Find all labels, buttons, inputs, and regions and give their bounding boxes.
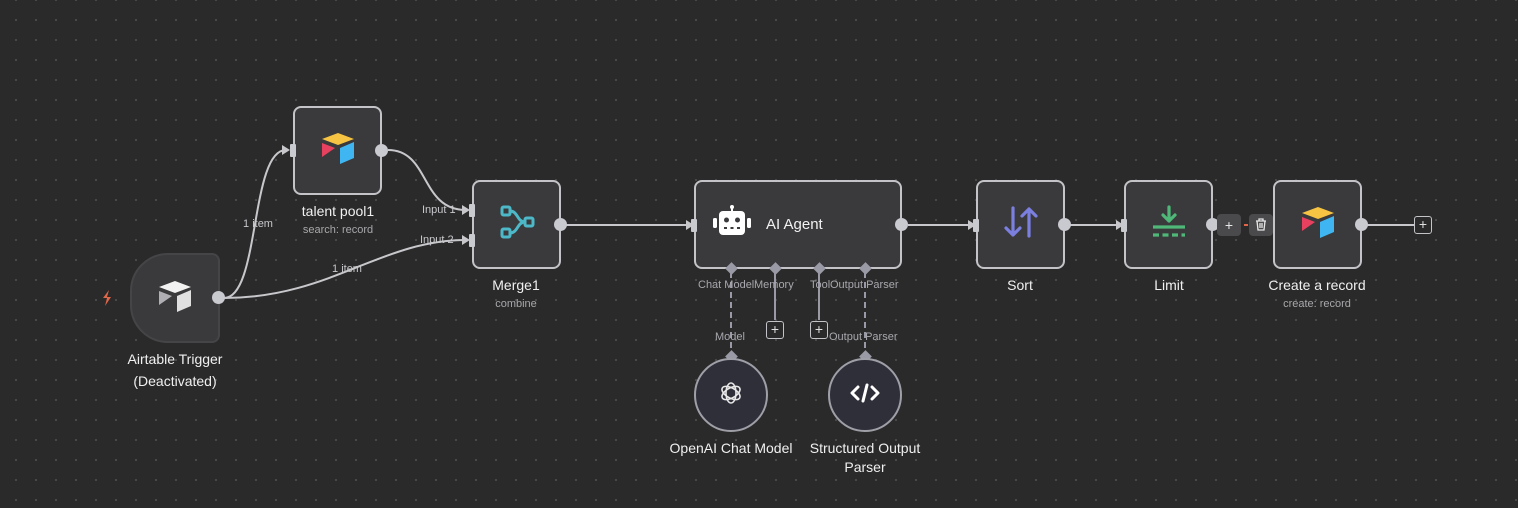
merge-icon bbox=[498, 203, 536, 246]
memory-port-label: Memory bbox=[754, 279, 794, 291]
edge-label-trigger-talent: 1 item bbox=[243, 218, 273, 230]
airtable-icon bbox=[156, 279, 194, 318]
openai-chat-model-node[interactable] bbox=[694, 358, 768, 432]
openai-title: OpenAI Chat Model bbox=[669, 440, 793, 456]
sort-output-port[interactable] bbox=[1058, 218, 1071, 231]
arrow-merge-in1 bbox=[462, 205, 470, 215]
ai-agent-node[interactable]: AI Agent bbox=[694, 180, 902, 269]
sort-title: Sort bbox=[1007, 277, 1033, 293]
arrow-talent-in bbox=[282, 145, 290, 155]
merge-node[interactable] bbox=[472, 180, 561, 269]
agent-input-port[interactable] bbox=[691, 219, 697, 232]
merge-subtitle: combine bbox=[495, 298, 537, 310]
edge-trigger-merge bbox=[223, 239, 467, 299]
limit-title: Limit bbox=[1154, 277, 1184, 293]
create-record-node[interactable] bbox=[1273, 180, 1362, 269]
sort-arrows-icon bbox=[1003, 205, 1039, 244]
code-icon bbox=[850, 383, 880, 408]
parser-port-label: Output Parser bbox=[829, 331, 898, 343]
parser-title-line2: Parser bbox=[844, 459, 886, 475]
openai-icon bbox=[717, 379, 745, 412]
trigger-title-line2: (Deactivated) bbox=[133, 373, 217, 389]
tool-port-label: Tool bbox=[810, 279, 830, 291]
airtable-trigger-node[interactable] bbox=[130, 253, 220, 343]
limit-input-port[interactable] bbox=[1121, 219, 1127, 232]
add-tool-button[interactable]: + bbox=[810, 321, 828, 339]
openai-port-label: Model bbox=[715, 331, 745, 343]
merge-input-1-label: Input 1 bbox=[422, 204, 456, 216]
chat-model-port-label: Chat Model bbox=[698, 279, 755, 291]
sort-input-port[interactable] bbox=[973, 219, 979, 232]
parser-title-line1: Structured Output bbox=[809, 440, 921, 456]
limit-output-port[interactable] bbox=[1206, 218, 1219, 231]
robot-icon bbox=[712, 205, 752, 244]
ai-agent-title: AI Agent bbox=[766, 216, 823, 233]
delete-connection-button[interactable] bbox=[1249, 214, 1273, 236]
sort-node[interactable] bbox=[976, 180, 1065, 269]
arrow-limit-in bbox=[1116, 220, 1124, 230]
limit-icon bbox=[1149, 205, 1189, 244]
edge-trigger-talent bbox=[223, 149, 287, 299]
airtable-icon bbox=[1299, 205, 1337, 244]
merge-input-2-label: Input 2 bbox=[420, 234, 454, 246]
trigger-badge-icon bbox=[100, 289, 114, 307]
edge-talent-merge bbox=[387, 149, 467, 211]
arrow-sort-in bbox=[968, 220, 976, 230]
talent-title: talent pool1 bbox=[301, 203, 375, 219]
talent-input-port[interactable] bbox=[290, 144, 296, 157]
merge-output-port[interactable] bbox=[554, 218, 567, 231]
trash-icon bbox=[1256, 218, 1266, 231]
arrow-agent-in bbox=[686, 220, 694, 230]
merge-input-1-port[interactable] bbox=[469, 204, 475, 217]
structured-output-parser-node[interactable] bbox=[828, 358, 902, 432]
arrow-merge-in2 bbox=[462, 235, 470, 245]
output-parser-port-label: Output Parser bbox=[830, 279, 899, 291]
talent-pool-node[interactable] bbox=[293, 106, 382, 195]
agent-output-port[interactable] bbox=[895, 218, 908, 231]
create-title: Create a record bbox=[1268, 277, 1366, 293]
edge-label-trigger-merge: 1 item bbox=[332, 263, 362, 275]
trigger-title-line1: Airtable Trigger bbox=[127, 351, 223, 367]
merge-title: Merge1 bbox=[492, 277, 540, 293]
talent-output-port[interactable] bbox=[375, 144, 388, 157]
add-memory-button[interactable]: + bbox=[766, 321, 784, 339]
create-output-port[interactable] bbox=[1355, 218, 1368, 231]
trigger-output-port[interactable] bbox=[212, 291, 225, 304]
limit-node[interactable] bbox=[1124, 180, 1213, 269]
talent-subtitle: search: record bbox=[302, 224, 374, 236]
airtable-icon bbox=[319, 131, 357, 170]
insert-node-button[interactable]: + bbox=[1217, 214, 1241, 236]
merge-input-2-port[interactable] bbox=[469, 234, 475, 247]
create-subtitle: create: record bbox=[1283, 298, 1351, 310]
add-next-node-button[interactable]: + bbox=[1414, 216, 1432, 234]
